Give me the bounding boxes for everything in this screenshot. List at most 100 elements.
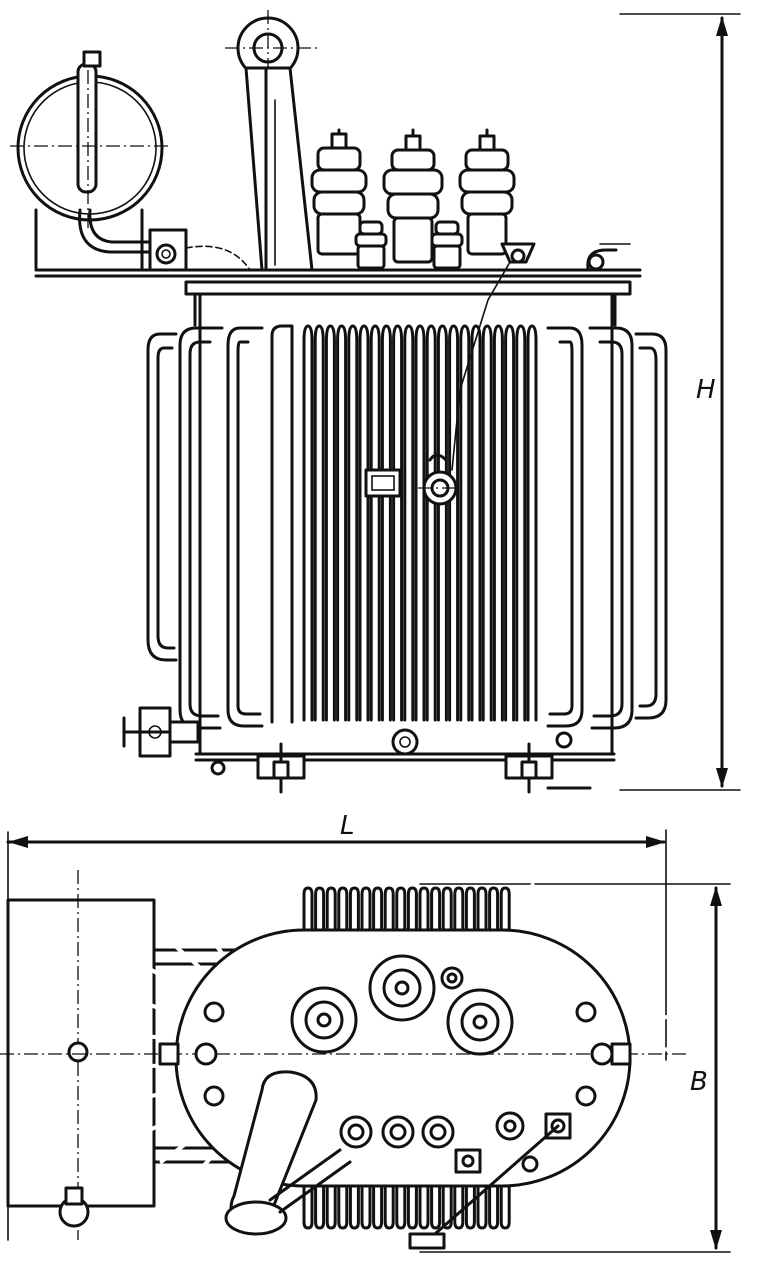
rating-plate (364, 468, 402, 498)
bottom-fin (314, 1184, 326, 1230)
cooling-tube (358, 324, 370, 722)
cooling-tube (448, 324, 460, 722)
cooling-tube (492, 324, 504, 722)
bottom-fin (360, 1184, 372, 1230)
radial-fin-inner (159, 1134, 198, 1164)
radial-fin-inner (621, 981, 664, 1004)
bottom-fin (441, 1184, 453, 1230)
radiator-left (146, 326, 264, 730)
top-fin (372, 886, 384, 932)
cooling-tube (324, 324, 336, 722)
bottom-fin (406, 1184, 418, 1230)
radial-fin-inner (149, 968, 190, 993)
top-fin (406, 886, 418, 932)
cooling-tube (526, 324, 538, 722)
bottom-fin (395, 1184, 407, 1230)
bottom-fin (464, 1184, 476, 1230)
top-fin (337, 886, 349, 932)
cooling-tube (336, 324, 348, 722)
hv-bushing-top-3 (446, 988, 514, 1056)
cooling-tube (369, 324, 381, 722)
conservator-tank (10, 50, 170, 270)
radial-fin-inner (630, 1013, 675, 1028)
bottom-fin (348, 1184, 360, 1230)
wheel-left (256, 742, 306, 794)
thermo-pocket (418, 261, 511, 506)
radial-fin-inner (560, 1175, 584, 1217)
top-fin (418, 886, 430, 932)
cooling-tube (347, 324, 359, 722)
front-view: H (10, 10, 741, 794)
bottom-fin (418, 1184, 430, 1230)
lv-bushings (354, 220, 464, 270)
length-label: L (340, 811, 355, 841)
front-cooling-tubes (270, 324, 538, 724)
cover-fittings (500, 242, 631, 271)
cooling-tube (459, 324, 471, 722)
top-fin (430, 886, 442, 932)
cooling-tube (403, 324, 415, 722)
bottom-cooling-fins (302, 1184, 511, 1230)
radial-fin-inner (582, 1161, 613, 1199)
bottom-fin (302, 1184, 314, 1230)
height-dimension: H (619, 13, 741, 791)
top-fin (488, 886, 500, 932)
thermo-rod-top (408, 1112, 572, 1250)
radial-fin-inner (571, 906, 598, 947)
cooling-tube (414, 324, 426, 722)
radial-fin-inner (253, 886, 270, 932)
cooling-tube (425, 324, 437, 722)
cooling-tube (515, 324, 527, 722)
hv-bushing-top-2 (368, 954, 436, 1022)
radial-fin-inner (222, 899, 246, 941)
tank-cover (34, 268, 642, 327)
drain-valve (122, 706, 202, 758)
cooling-tube (302, 324, 314, 722)
top-fin (453, 886, 465, 932)
bottom-fin (453, 1184, 465, 1230)
top-fin (360, 886, 372, 932)
hv-bushing-3 (458, 128, 516, 256)
cooling-tube (481, 324, 493, 722)
radial-fin-inner (601, 1143, 637, 1176)
radial-fin-inner (523, 882, 535, 929)
top-fin (348, 886, 360, 932)
lifting-lug (225, 10, 320, 272)
top-fin (314, 886, 326, 932)
radial-fin-inner (131, 1088, 176, 1103)
radial-cooling-fins (126, 882, 680, 1234)
top-fin (441, 886, 453, 932)
cooling-tube (313, 324, 325, 722)
top-fin (499, 886, 511, 932)
radial-fin-inner (591, 927, 625, 962)
conservator-top (6, 870, 282, 1240)
top-fin (464, 886, 476, 932)
bottom-fin (499, 1184, 511, 1230)
top-fin (476, 886, 488, 932)
radial-fin-inner (142, 1112, 185, 1135)
top-fin (325, 886, 337, 932)
radial-fin-inner (626, 1099, 671, 1118)
bottom-fin (476, 1184, 488, 1230)
cooling-tube (436, 324, 448, 722)
radial-fin-inner (193, 917, 224, 955)
hv-bushings (310, 128, 516, 264)
bottom-fin (372, 1184, 384, 1230)
top-fin (302, 886, 314, 932)
height-label: H (696, 375, 716, 405)
bottom-fin (488, 1184, 500, 1230)
radial-fin-inner (208, 1169, 235, 1210)
wheel-right (504, 742, 592, 794)
top-fin (395, 886, 407, 932)
cooling-tube (470, 324, 482, 722)
bottom-fin (430, 1184, 442, 1230)
radial-fin-inner (632, 1074, 679, 1085)
hv-bushing-top-1 (290, 986, 358, 1054)
width-label: B (690, 1067, 708, 1097)
cooling-tube (504, 324, 516, 722)
hv-bushing-1 (310, 128, 368, 256)
width-dimension: B (419, 883, 731, 1253)
cooling-tube (380, 324, 392, 722)
bottom-fin (383, 1184, 395, 1230)
